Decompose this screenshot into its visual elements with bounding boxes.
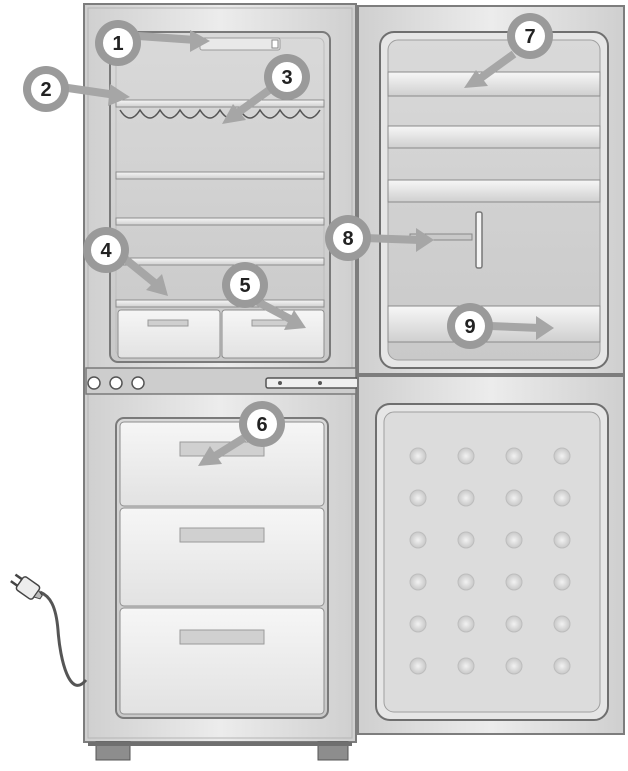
- callout-7-label: 7: [524, 26, 535, 48]
- callout-8-arrow: [363, 234, 421, 244]
- freezer-drawer-middle: [119, 507, 325, 607]
- callout-2: 2: [23, 66, 69, 112]
- control-strip: [85, 367, 359, 395]
- callout-arrows: [67, 30, 554, 466]
- freezer-ice-bump-icon: [409, 615, 427, 633]
- freezer-ice-bump-icon: [553, 657, 571, 675]
- freezer-ice-bump-icon: [409, 531, 427, 549]
- callout-1-arrow: [134, 32, 200, 44]
- fridge-compartment: [109, 31, 331, 363]
- freezer-ice-bump-icon: [553, 573, 571, 591]
- freezer-compartment: [115, 417, 329, 719]
- glass-shelf: [115, 99, 325, 108]
- callout-3: 3: [264, 54, 310, 100]
- callout-5: 5: [222, 262, 268, 308]
- callout-1-label: 1: [112, 33, 123, 55]
- freezer-ice-bump-icon: [505, 573, 523, 591]
- freezer-ice-bump-icon: [505, 447, 523, 465]
- freezer-ice-bump-icon: [553, 615, 571, 633]
- door-shelf: [387, 125, 601, 149]
- callout-6: 6: [239, 401, 285, 447]
- control-knob-icon[interactable]: [87, 376, 101, 390]
- callout-4-arrow: [121, 254, 159, 288]
- callout-4-label: 4: [100, 240, 112, 262]
- callout-8: 8: [325, 215, 371, 261]
- glass-shelf: [115, 171, 325, 180]
- callout-8-label: 8: [342, 228, 353, 250]
- freezer-ice-bump-icon: [505, 489, 523, 507]
- wine-rack: [119, 108, 321, 119]
- callout-1: 1: [95, 20, 141, 66]
- door-shelf: [387, 179, 601, 203]
- freezer-ice-bumps: [409, 447, 571, 675]
- callout-badges: 1 2 3 4 5 6 7: [23, 13, 553, 447]
- callout-6-arrow: [209, 434, 247, 462]
- power-cord: [10, 573, 88, 687]
- callout-5-arrow: [256, 298, 294, 324]
- freezer-ice-bump-icon: [457, 657, 475, 675]
- callout-3-arrow: [233, 84, 275, 118]
- callout-6-label: 6: [256, 414, 267, 436]
- freezer-ice-bump-icon: [553, 489, 571, 507]
- fridge-door: [357, 5, 625, 375]
- callout-9: 9: [447, 303, 493, 349]
- callout-2-label: 2: [40, 79, 51, 101]
- glass-shelf: [115, 217, 325, 226]
- callout-2-arrow: [67, 84, 117, 99]
- freezer-ice-bump-icon: [457, 615, 475, 633]
- callout-9-arrow: [489, 322, 541, 332]
- callout-9-label: 9: [464, 316, 475, 338]
- freezer-ice-bump-icon: [409, 447, 427, 465]
- callout-7: 7: [507, 13, 553, 59]
- freezer-ice-bump-icon: [457, 447, 475, 465]
- interior-light-housing: [199, 37, 281, 51]
- crisper-drawer-left: [117, 309, 221, 359]
- freezer-ice-bump-icon: [409, 489, 427, 507]
- door-shelf: [387, 71, 601, 97]
- crisper-cover-shelf: [115, 299, 325, 308]
- freezer-ice-bump-icon: [553, 531, 571, 549]
- freezer-ice-bump-icon: [457, 531, 475, 549]
- freezer-drawer-bottom: [119, 607, 325, 715]
- freezer-ice-bump-icon: [505, 657, 523, 675]
- freezer-ice-bump-icon: [553, 447, 571, 465]
- freezer-ice-bump-icon: [457, 489, 475, 507]
- freezer-ice-bump-icon: [409, 657, 427, 675]
- freezer-ice-bump-icon: [505, 531, 523, 549]
- fridge-interior: [109, 31, 331, 363]
- control-knob-icon[interactable]: [109, 376, 123, 390]
- freezer-ice-bump-icon: [409, 573, 427, 591]
- freezer-ice-bump-icon: [505, 615, 523, 633]
- callout-3-label: 3: [281, 67, 292, 89]
- control-knob-icon[interactable]: [131, 376, 145, 390]
- callout-7-arrow: [475, 50, 517, 84]
- power-plug-icon: [10, 573, 43, 600]
- callout-4: 4: [83, 227, 129, 273]
- freezer-door: [357, 375, 625, 735]
- freezer-ice-bump-icon: [457, 573, 475, 591]
- crisper-drawer-right: [221, 309, 325, 359]
- callout-5-label: 5: [239, 275, 250, 297]
- glass-shelf: [115, 257, 325, 266]
